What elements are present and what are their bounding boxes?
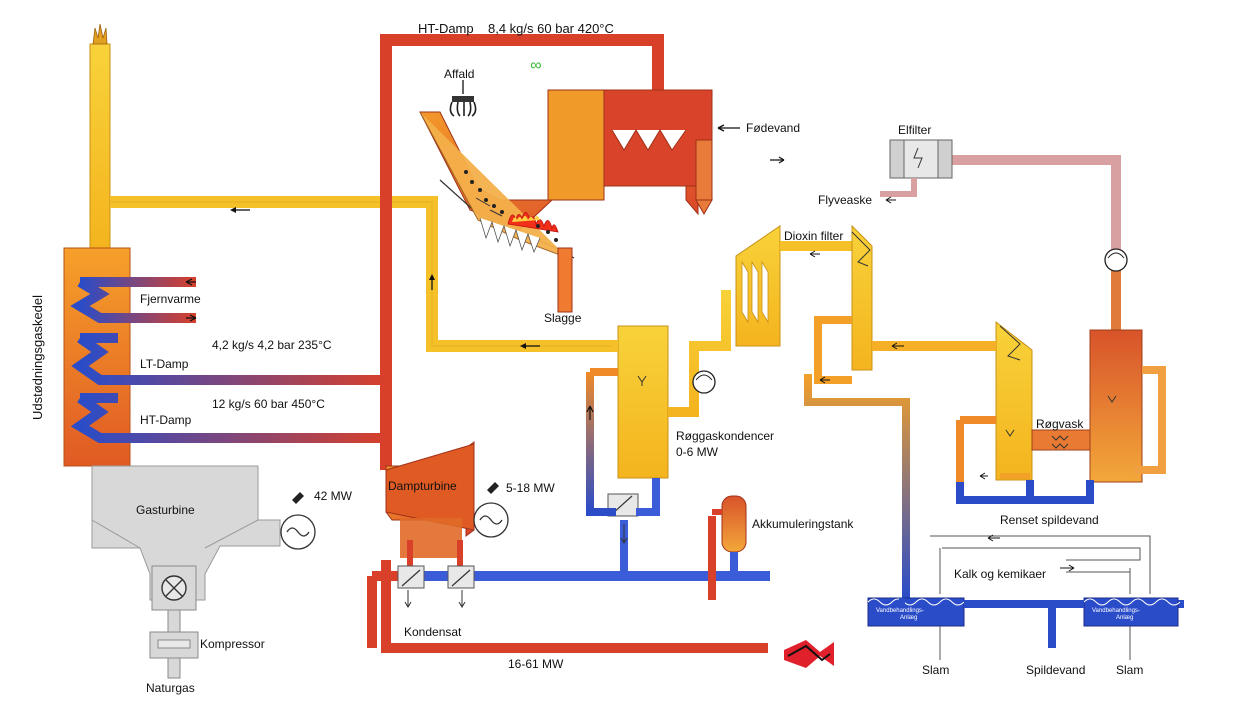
lt-damp-spec: 4,2 kg/s 4,2 bar 235°C bbox=[212, 338, 332, 352]
affald-label: Affald bbox=[444, 67, 474, 81]
udstodningsgaskedel-label: Udstødningsgaskedel bbox=[30, 295, 45, 420]
ht-damp-top-spec: 8,4 kg/s 60 bar 420°C bbox=[488, 21, 614, 36]
vandbehandling-right-1: Vandbehandlings- bbox=[1092, 608, 1140, 614]
gas-turbine bbox=[91, 465, 316, 679]
ht-damp-coil bbox=[70, 393, 386, 443]
gasturbine-label: Gasturbine bbox=[136, 503, 195, 517]
fjernvarme-coil bbox=[70, 277, 196, 323]
labels: HT-Damp 8,4 kg/s 60 bar 420°C Affald Fød… bbox=[30, 21, 1143, 695]
power-meter-icon bbox=[487, 482, 499, 494]
kalk-label: Kalk og kemikaer bbox=[954, 567, 1046, 581]
rogvask-label: Røgvask bbox=[1036, 417, 1084, 431]
lt-damp-label: LT-Damp bbox=[140, 357, 189, 371]
akkumuleringstank-label: Akkumuleringstank bbox=[752, 517, 854, 531]
flame-icon bbox=[507, 212, 559, 233]
kompressor-label: Kompressor bbox=[200, 637, 265, 651]
ht-damp-label: HT-Damp bbox=[140, 413, 192, 427]
roggaskondencer-power: 0-6 MW bbox=[676, 445, 719, 459]
vandbehandling-left-1: Vandbehandlings- bbox=[876, 608, 924, 614]
waste-furnace: ∞ bbox=[419, 57, 713, 313]
pump-icon bbox=[1104, 248, 1128, 272]
lt-damp-coil bbox=[71, 333, 386, 385]
company-logo bbox=[784, 640, 834, 668]
green-logo-icon: ∞ bbox=[530, 57, 541, 74]
vandbehandling-right-2: Anlæg bbox=[1116, 615, 1133, 621]
arrow-left-icon bbox=[230, 207, 236, 213]
pump-icon bbox=[692, 370, 716, 394]
fodevand-label: Fødevand bbox=[746, 121, 800, 135]
slagge-label: Slagge bbox=[544, 311, 582, 325]
ht-steam-pipe bbox=[380, 34, 664, 470]
fjernvarme-label: Fjernvarme bbox=[140, 292, 201, 306]
elfilter-label: Elfilter bbox=[898, 123, 931, 137]
power-meter-icon bbox=[292, 492, 304, 504]
steam-turbine bbox=[385, 441, 509, 558]
condenser-loop bbox=[367, 493, 770, 653]
ht-damp-spec: 12 kg/s 60 bar 450°C bbox=[212, 397, 325, 411]
waste-grab-icon bbox=[449, 80, 477, 117]
flue-to-elfilter bbox=[712, 124, 1128, 330]
ht-damp-top-label: HT-Damp bbox=[418, 21, 474, 36]
naturgas-label: Naturgas bbox=[146, 681, 195, 695]
kondensat-label: Kondensat bbox=[404, 625, 462, 639]
slam-left-label: Slam bbox=[922, 663, 949, 677]
dioxin-filter-label: Dioxin filter bbox=[784, 229, 843, 243]
gasturbine-power: 42 MW bbox=[314, 489, 353, 503]
bottom-power-label: 16-61 MW bbox=[508, 657, 564, 671]
dampturbine-power: 5-18 MW bbox=[506, 481, 555, 495]
chimney bbox=[89, 23, 111, 250]
spildevand-label: Spildevand bbox=[1026, 663, 1085, 677]
exhaust-boiler bbox=[63, 247, 386, 467]
water-treatment bbox=[867, 533, 1181, 660]
arrow-left-icon bbox=[520, 343, 526, 349]
flyveaske-label: Flyveaske bbox=[818, 193, 872, 207]
dampturbine-label: Dampturbine bbox=[388, 479, 457, 493]
roggaskondencer-label: Røggaskondencer bbox=[676, 429, 774, 443]
vandbehandling-left-2: Anlæg bbox=[900, 615, 917, 621]
dioxin-filter bbox=[735, 224, 873, 371]
flue-gas-pipe bbox=[110, 196, 612, 352]
arrow-up-icon bbox=[429, 274, 435, 280]
roggaskondencer bbox=[586, 290, 731, 516]
renset-spildevand-label: Renset spildevand bbox=[1000, 513, 1099, 527]
slam-right-label: Slam bbox=[1116, 663, 1143, 677]
